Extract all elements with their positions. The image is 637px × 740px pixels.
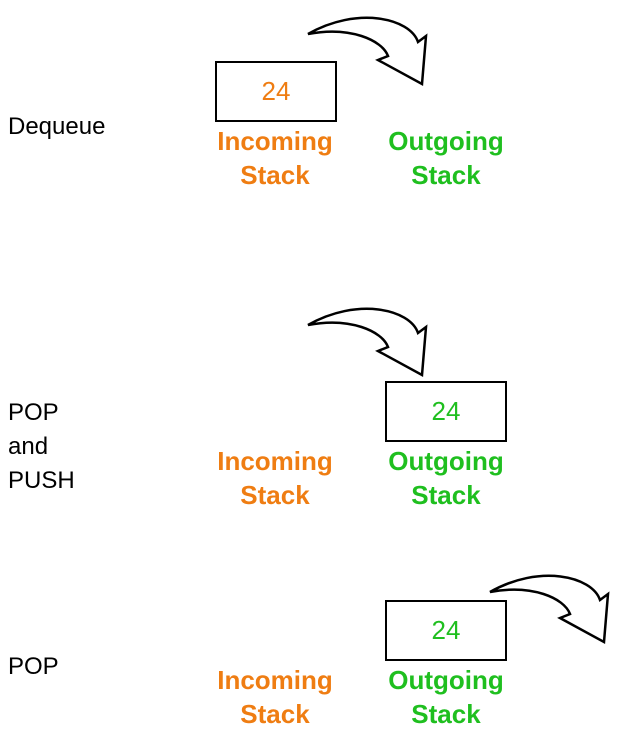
- stack-item: 24: [385, 381, 507, 442]
- operation-label: POP and PUSH: [8, 399, 75, 494]
- operation-label: Dequeue: [8, 113, 106, 140]
- outgoing-stack-label: Outgoing Stack: [388, 126, 504, 190]
- curved-arrow-icon: [489, 574, 610, 645]
- operation-label: POP: [8, 653, 59, 680]
- curved-arrow-icon: [307, 16, 428, 87]
- stack-item: 24: [385, 600, 507, 661]
- outgoing-stack-label: Outgoing Stack: [388, 665, 504, 729]
- stack-item: 24: [215, 61, 337, 122]
- incoming-stack-label: Incoming Stack: [217, 126, 333, 190]
- curved-arrow-icon: [307, 307, 428, 378]
- incoming-stack-label: Incoming Stack: [217, 446, 333, 510]
- incoming-stack-label: Incoming Stack: [217, 665, 333, 729]
- outgoing-stack-label: Outgoing Stack: [388, 446, 504, 510]
- step-dequeue: Dequeue 24 Incoming Stack Outgoing Stack: [0, 0, 637, 230]
- step-pop-and-push: POP and PUSH 24 Incoming Stack Outgoing …: [8, 307, 507, 510]
